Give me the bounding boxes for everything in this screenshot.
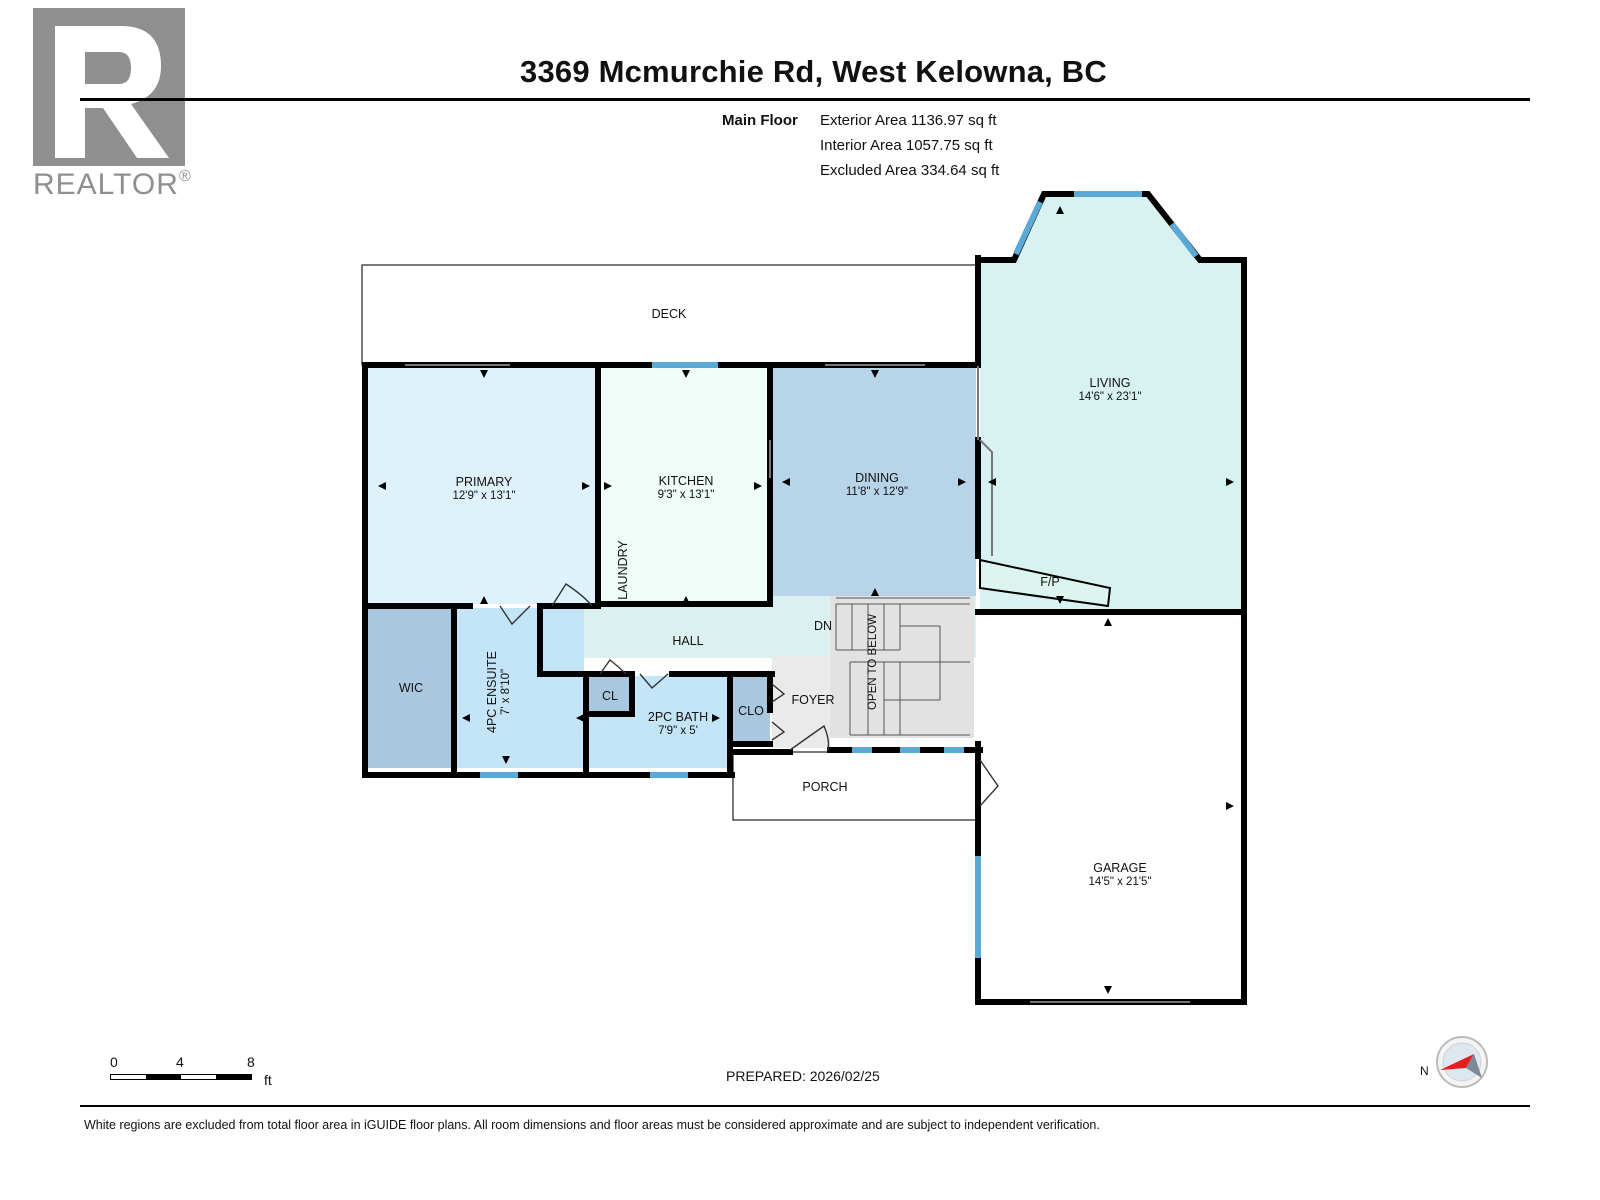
primary-label: PRIMARY <box>456 475 513 489</box>
door-openings <box>405 364 1190 1003</box>
bath2-label: 2PC BATH <box>648 710 708 724</box>
living-dims: 14'6" x 23'1" <box>1078 391 1141 403</box>
scale-tick-4: 4 <box>176 1054 184 1070</box>
scale-segments <box>110 1074 252 1080</box>
deck-area <box>361 264 978 366</box>
compass-north-label: N <box>1420 1064 1429 1078</box>
dining-dims: 11'8" x 12'9" <box>846 486 908 498</box>
living-room <box>980 196 1242 612</box>
bath2-dims: 7'9" x 5' <box>658 725 698 737</box>
floor-label: Main Floor <box>722 112 798 129</box>
footer-rule <box>80 1105 1530 1107</box>
title-rule <box>80 98 1530 101</box>
wic-room <box>368 608 452 768</box>
room-labels: DECK LIVING 14'6" x 23'1" PRIMARY 12'9" … <box>399 307 1152 888</box>
open-below-label: OPEN TO BELOW <box>867 614 879 710</box>
foyer-label: FOYER <box>791 693 834 707</box>
hall-label: HALL <box>672 634 703 648</box>
porch-area <box>732 751 978 821</box>
ensuite-label: 4PC ENSUITE <box>485 651 499 733</box>
primary-dims: 12'9" x 13'1" <box>452 490 515 502</box>
registered-mark: ® <box>178 168 192 185</box>
kitchen-label: KITCHEN <box>659 474 714 488</box>
door-swings <box>499 583 999 807</box>
dimension-arrows <box>378 206 1234 994</box>
page-title: 3369 Mcmurchie Rd, West Kelowna, BC <box>520 54 1107 89</box>
prepared-date: PREPARED: 2026/02/25 <box>726 1068 880 1084</box>
kitchen-room <box>600 368 768 604</box>
fireplace <box>979 558 1112 608</box>
excluded-area: Excluded Area 334.64 sq ft <box>820 162 1000 179</box>
scale-bar: 0 4 8 ft <box>108 1054 288 1094</box>
cl-label: CL <box>602 689 618 703</box>
living-label: LIVING <box>1090 376 1131 390</box>
dn-label: DN <box>814 619 832 633</box>
ensuite-dims: 7' x 8'10" <box>500 669 512 715</box>
disclaimer-text: White regions are excluded from total fl… <box>84 1118 1100 1132</box>
realtor-logo-text: REALTOR <box>33 168 179 201</box>
stairs-area <box>830 596 974 738</box>
clo-closet <box>732 676 770 742</box>
compass: N <box>1420 1034 1490 1104</box>
kitchen-dims: 9'3" x 13'1" <box>658 489 715 501</box>
logo-letter-r <box>55 26 169 158</box>
foyer-area <box>772 656 830 748</box>
scale-unit: ft <box>264 1072 272 1088</box>
windows <box>480 191 1199 958</box>
laundry-label: LAUNDRY <box>616 540 630 600</box>
deck-label: DECK <box>652 307 687 321</box>
dining-label: DINING <box>855 471 899 485</box>
stair-treads <box>835 597 970 736</box>
scale-tick-0: 0 <box>110 1054 118 1070</box>
garage-dims: 14'5" x 21'5" <box>1088 876 1151 888</box>
fp-label: F/P <box>1040 575 1059 589</box>
scale-tick-8: 8 <box>247 1054 255 1070</box>
garage-area <box>980 614 1242 996</box>
dining-room <box>772 368 976 596</box>
primary-room <box>368 368 596 604</box>
cl-closet <box>588 676 632 712</box>
interior-area: Interior Area 1057.75 sq ft <box>820 137 993 154</box>
garage-label: GARAGE <box>1093 861 1147 875</box>
exterior-area: Exterior Area 1136.97 sq ft <box>820 112 997 129</box>
clo-label: CLO <box>738 704 764 718</box>
realtor-logo-icon <box>33 8 185 166</box>
realtor-logo: REALTOR® <box>33 8 203 208</box>
compass-icon <box>1436 1036 1488 1088</box>
ensuite-room <box>456 608 584 768</box>
wic-label: WIC <box>399 681 423 695</box>
porch-label: PORCH <box>802 780 847 794</box>
